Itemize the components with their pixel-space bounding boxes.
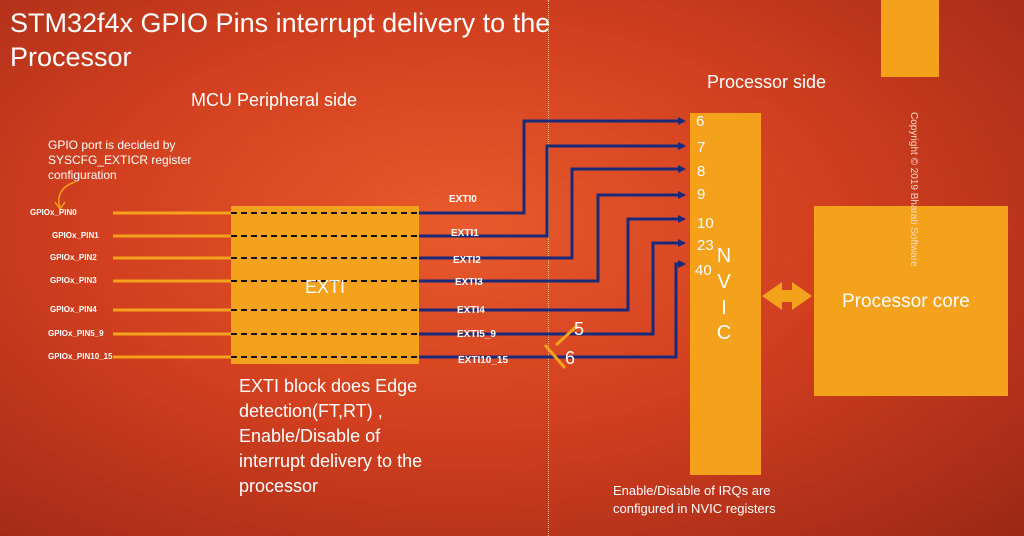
nvic-core-double-arrow	[762, 282, 812, 310]
pin-label: GPIOx_PIN10_15	[48, 352, 113, 361]
bus-width-label: 5	[574, 319, 585, 339]
gpio-note: GPIO port is decided by SYSCFG_EXTICR re…	[48, 138, 192, 182]
exti-line-label: EXTI2	[453, 255, 481, 266]
pin-label: GPIOx_PIN2	[50, 253, 97, 262]
irq-number: 6	[696, 113, 705, 130]
irq-number: 10	[697, 215, 714, 232]
gpio-note-arrow	[58, 181, 76, 208]
exti-line-label: EXTI10_15	[458, 355, 509, 366]
exti-internal-dashes	[231, 212, 419, 358]
exti-block	[231, 206, 419, 364]
nvic-letter: C	[716, 322, 732, 344]
page-title: STM32f4x GPIO Pins interrupt delivery to…	[10, 8, 551, 72]
exti-description: EXTI block does Edge detection(FT,RT) , …	[239, 376, 423, 496]
nvic-letter: N	[716, 245, 732, 267]
divider-line	[548, 0, 549, 536]
bus-width-label: 6	[565, 348, 576, 368]
irq-number: 40	[695, 262, 712, 279]
nvic-block	[690, 113, 761, 475]
pin-label: GPIOx_PIN3	[50, 276, 97, 285]
exti-line-label: EXTI4	[457, 305, 485, 316]
exti-wires	[419, 117, 686, 359]
bus-slash-6	[543, 344, 567, 369]
decorative-block	[881, 0, 939, 77]
mcu-side-label: MCU Peripheral side	[191, 90, 358, 110]
pin-lines	[113, 211, 232, 359]
nvic-letter: V	[717, 271, 731, 293]
processor-core-label: Processor core	[842, 291, 970, 312]
irq-number: 23	[697, 237, 714, 254]
nvic-note: Enable/Disable of IRQs are configured in…	[613, 483, 776, 516]
processor-core-block	[814, 206, 1008, 396]
pin-label: GPIOx_PIN1	[52, 231, 99, 240]
exti-line-label: EXTI5_9	[457, 329, 496, 340]
bus-slash-5	[554, 323, 580, 347]
irq-number: 8	[697, 163, 706, 180]
pin-label: GPIOx_PIN4	[50, 305, 97, 314]
exti-block-label: EXTI	[305, 277, 346, 297]
processor-side-label: Processor side	[707, 72, 827, 92]
exti-line-label: EXTI1	[451, 228, 479, 239]
copyright-label: Copyright © 2019 Bharati Software	[908, 112, 919, 267]
pin-label: GPIOx_PIN5_9	[48, 329, 104, 338]
exti-line-label: EXTI0	[449, 194, 477, 205]
pin-label: GPIOx_PIN0	[30, 208, 77, 217]
exti-line-label: EXTI3	[455, 277, 483, 288]
irq-number: 7	[697, 139, 706, 156]
nvic-letter: I	[721, 297, 727, 319]
irq-number: 9	[697, 186, 706, 203]
copyright-text: Copyright © 2019 Bharati Software	[903, 112, 923, 292]
